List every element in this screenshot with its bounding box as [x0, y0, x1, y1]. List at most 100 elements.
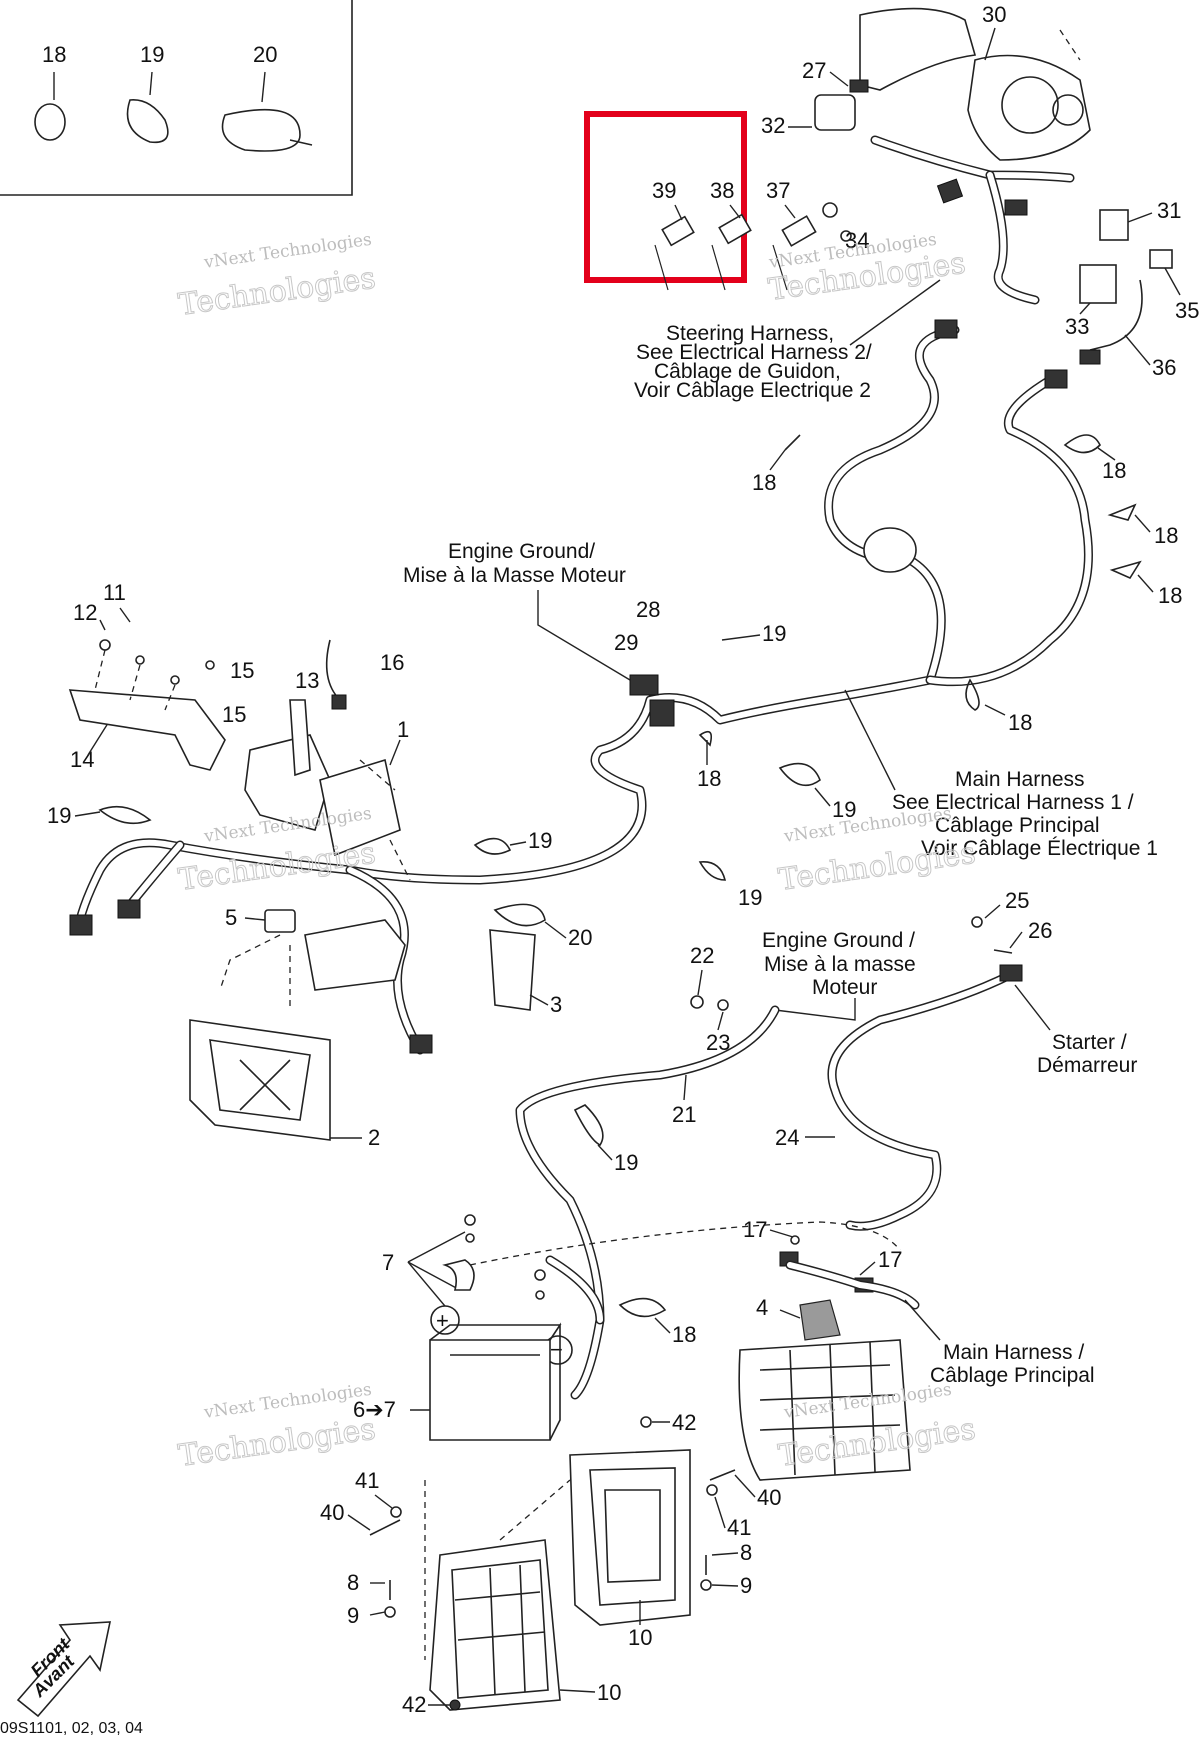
callout-40: 40: [757, 1485, 781, 1510]
callout-30: 30: [982, 2, 1006, 27]
callout-19: 19: [528, 828, 552, 853]
svg-text:See Electrical Harness 2/: See Electrical Harness 2/: [636, 341, 872, 364]
callout-15: 15: [222, 702, 246, 727]
steering-harness-label: Steering Harness, See Electrical Harness…: [634, 279, 941, 402]
callout-19: 19: [140, 42, 164, 67]
callout-20: 20: [568, 925, 592, 950]
callout-34: 34: [845, 228, 869, 253]
callout-41: 41: [727, 1515, 751, 1540]
callout-18: 18: [1154, 523, 1178, 548]
callout-19: 19: [762, 621, 786, 646]
battery-tray: 2: [189, 1019, 380, 1150]
battery-box-assembly: 42 42 10 10 41 40 40 41 8 9 8 9: [320, 1410, 781, 1717]
main-harness-cable: [69, 319, 1093, 1055]
callout-28: 28: [636, 597, 660, 622]
callout-18: 18: [697, 766, 721, 791]
callout-18: 18: [1158, 583, 1182, 608]
callout-7: 7: [382, 1250, 394, 1275]
engine-block-icon: [738, 1339, 911, 1481]
callout-39: 39: [652, 178, 676, 203]
callout-31: 31: [1157, 198, 1181, 223]
positive-terminal-icon: [430, 1305, 460, 1335]
callout-19: 19: [832, 797, 856, 822]
svg-text:Starter /: Starter /: [1052, 1031, 1127, 1054]
callout-6-to-7: 6➔7: [353, 1397, 396, 1422]
svg-text:See Electrical Harness 1 /: See Electrical Harness 1 /: [892, 791, 1134, 814]
battery-assembly: 7 + − 6➔7 18: [353, 1214, 901, 1441]
callout-27: 27: [802, 58, 826, 83]
ecu-bracket-assembly: 11 12 15 15 13 16 1 14: [68, 580, 411, 881]
starter-label: 25 26 Starter / Démarreur: [971, 888, 1137, 1077]
callout-15: 15: [230, 658, 254, 683]
callout-17: 17: [878, 1247, 902, 1272]
callout-18: 18: [1102, 458, 1126, 483]
callout-12: 12: [73, 600, 97, 625]
cable-tie-18-icon: [34, 103, 66, 141]
gauge-cluster-assembly: 30 27 32 31 35 33 36: [761, 2, 1199, 380]
callout-9: 9: [740, 1573, 752, 1598]
svg-text:Câblage Principal: Câblage Principal: [930, 1364, 1095, 1387]
svg-text:Voir Câblage Electrique 2: Voir Câblage Electrique 2: [634, 379, 871, 402]
starter-solenoid-area: 17 17 4 Main Harness / Câblage Principal: [738, 1217, 1095, 1481]
callout-40: 40: [320, 1500, 344, 1525]
svg-text:Main Harness: Main Harness: [955, 768, 1085, 791]
callout-2: 2: [368, 1125, 380, 1150]
svg-text:Câblage de Guidon,: Câblage de Guidon,: [654, 360, 841, 383]
cable-ties-mid: 19 19 19 20 19: [47, 762, 856, 950]
callout-19: 19: [47, 803, 71, 828]
svg-text:−: −: [550, 1337, 563, 1362]
callout-1: 1: [397, 717, 409, 742]
callout-26: 26: [1028, 918, 1052, 943]
callout-5: 5: [225, 905, 237, 930]
engine-ground-label-top: Engine Ground/ Mise à la Masse Moteur 28…: [403, 540, 786, 791]
svg-text:Câblage Principal: Câblage Principal: [935, 814, 1100, 837]
relay-block: 5 3: [219, 905, 562, 1017]
svg-text:Démarreur: Démarreur: [1037, 1054, 1137, 1077]
drawing-reference: 09S1101, 02, 03, 04: [0, 1720, 143, 1737]
callout-21: 21: [672, 1102, 696, 1127]
small-parts-inset: 18 19 20: [0, 0, 353, 196]
svg-text:Engine Ground /: Engine Ground /: [762, 929, 915, 952]
callout-19: 19: [614, 1150, 638, 1175]
callout-37: 37: [766, 178, 790, 203]
grip-heater-connectors: 39 38 37 34: [652, 178, 869, 291]
main-harness-label: Main Harness See Electrical Harness 1 / …: [844, 689, 1158, 860]
callout-11: 11: [103, 580, 126, 605]
callout-41: 41: [355, 1468, 379, 1493]
svg-text:Voir Câblage Électrique 1: Voir Câblage Électrique 1: [921, 837, 1158, 860]
callout-20: 20: [253, 42, 277, 67]
callout-10: 10: [628, 1625, 652, 1650]
cable-tie-19-icon: [126, 99, 169, 144]
cable-ties-right: 18 18 18 18 18: [752, 434, 1182, 735]
callout-8: 8: [347, 1570, 359, 1595]
svg-text:Main Harness /: Main Harness /: [943, 1341, 1084, 1364]
callout-24: 24: [775, 1125, 799, 1150]
svg-text:Mise à la masse: Mise à la masse: [764, 953, 916, 976]
callout-29: 29: [614, 630, 638, 655]
callout-42: 42: [402, 1692, 426, 1717]
callout-19: 19: [738, 885, 762, 910]
callout-32: 32: [761, 113, 785, 138]
engine-ground-label-mid: Engine Ground / Mise à la masse Moteur 2…: [690, 929, 916, 1055]
callout-8: 8: [740, 1540, 752, 1565]
callout-35: 35: [1175, 298, 1199, 323]
svg-text:Mise à la Masse Moteur: Mise à la Masse Moteur: [403, 564, 626, 587]
callout-13: 13: [295, 668, 319, 693]
callout-38: 38: [710, 178, 734, 203]
svg-text:Steering Harness,: Steering Harness,: [666, 322, 834, 345]
front-direction-arrow: Front Avant: [16, 1621, 111, 1718]
callout-17: 17: [743, 1217, 767, 1242]
svg-text:Engine Ground/: Engine Ground/: [448, 540, 595, 563]
callout-42: 42: [672, 1410, 696, 1435]
callout-18: 18: [752, 470, 776, 495]
callout-18: 18: [1008, 710, 1032, 735]
callout-4: 4: [756, 1295, 768, 1320]
callout-25: 25: [1005, 888, 1029, 913]
callout-33: 33: [1065, 314, 1089, 339]
cable-tie-20-icon: [221, 108, 313, 152]
ground-and-starter-cables: 21 24 19: [515, 970, 1015, 1400]
callout-9: 9: [347, 1603, 359, 1628]
callout-18: 18: [42, 42, 66, 67]
callout-3: 3: [550, 992, 562, 1017]
